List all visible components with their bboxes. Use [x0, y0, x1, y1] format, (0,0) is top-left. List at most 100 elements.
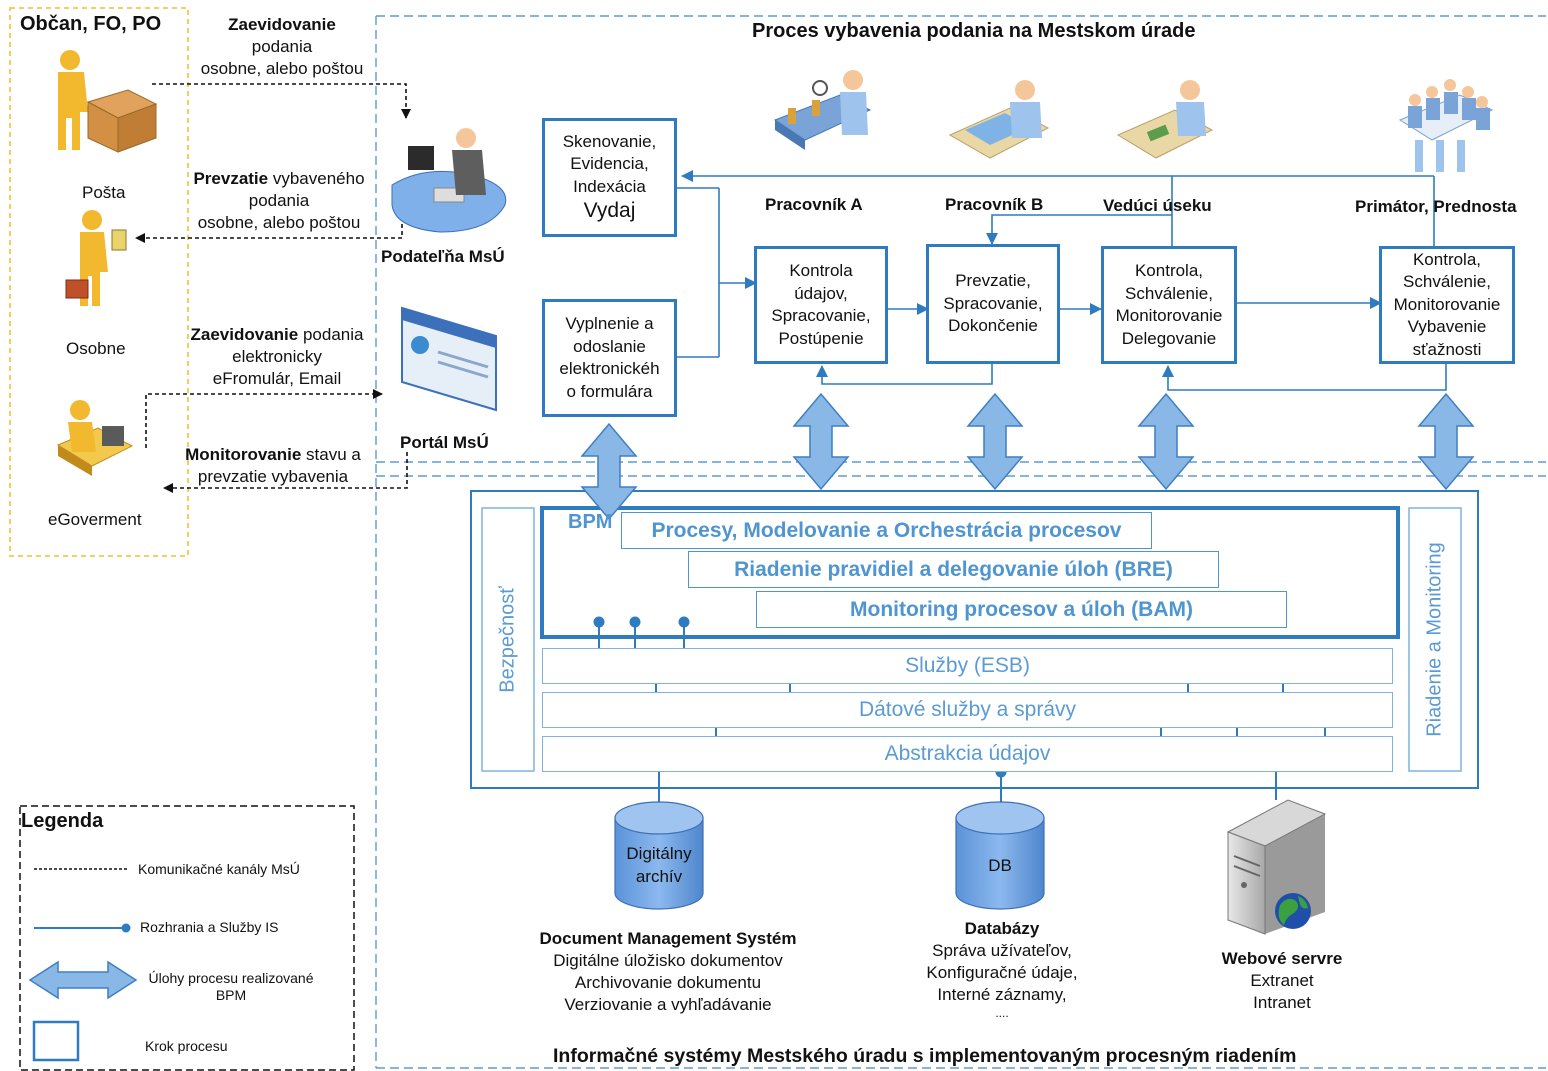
step-scan-l3: Indexácia [573, 176, 646, 196]
database-cylinder-icon [955, 801, 1045, 910]
step-mayor-box: Kontrola, Schválenie, Monitorovanie Vyba… [1379, 246, 1515, 364]
role-section-head: Vedúci úseku [1103, 196, 1212, 215]
comm-electronic-l2: elektronicky [232, 347, 322, 366]
monitoring-label: Riadenie a Monitoring [1423, 542, 1446, 737]
dms-desc: Document Management Systém Digitálne úlo… [508, 928, 828, 1016]
bpm-label: BPM [568, 511, 613, 533]
step-v-l4: Delegovanie [1121, 328, 1217, 348]
step-a-l1: Kontrola [789, 261, 853, 280]
legend-step: Krok procesu [145, 1038, 228, 1054]
step-a-l3: Spracovanie, [771, 306, 871, 325]
comm-electronic-l3: eFromulár, Email [212, 369, 342, 388]
monitoring-column [1408, 507, 1462, 772]
web-server-icon [1226, 799, 1327, 935]
step-scan-l1: Skenovanie, [562, 131, 657, 151]
citizen-area [9, 7, 189, 557]
layer-data-services: Dátové služby a správy [542, 692, 1393, 728]
comm-monitor-rest: stavu a [301, 445, 361, 464]
bottom-title: Informačné systémy Mestského úradu s imp… [553, 1045, 1297, 1067]
dms-title: Document Management Systém [539, 929, 797, 948]
step-p-l1: Kontrola, [1412, 249, 1482, 269]
legend-tasks-l2: BPM [215, 987, 247, 1003]
comm-monitor-text: Monitorovanie stavu a prevzatie vybaveni… [170, 444, 376, 488]
web-title: Webové servre [1221, 949, 1343, 968]
bpm-procesy: Procesy, Modelovanie a Orchestrácia proc… [621, 512, 1152, 549]
role-worker-a: Pracovník A [765, 195, 863, 214]
security-label: Bezpečnosť [496, 586, 519, 693]
step-scan-l4: Vydaj [583, 199, 636, 223]
step-scan-l2: Evidencia, [570, 154, 649, 174]
db-desc: Databázy Správa užívateľov, Konfiguračné… [892, 918, 1112, 1020]
bpm-bre: Riadenie pravidiel a delegovanie úloh (B… [688, 551, 1219, 588]
db-label: DB [988, 856, 1012, 875]
db-title: Databázy [964, 919, 1040, 938]
legend-task-arrow-icon [28, 960, 138, 1000]
comm-posta-bold: Zaevidovanie [228, 15, 336, 34]
step-b-l2: Spracovanie, [943, 293, 1043, 313]
role-mayor: Primátor, Prednosta [1355, 197, 1517, 216]
channel-osobne: Osobne [66, 339, 126, 358]
comm-pickup-rest: vybaveného [268, 169, 365, 188]
egov-figure-icon [56, 400, 134, 476]
registry-desk-icon [391, 128, 507, 233]
step-b-l3: Dokončenie [948, 316, 1038, 336]
dms-line-3: Verziovanie a vyhľadávanie [564, 995, 772, 1014]
db-line-1: Správa užívateľov, [932, 941, 1072, 960]
comm-pickup-text: Prevzatie vybaveného podania osobne, ale… [182, 168, 376, 234]
step-v-l2: Schválenie, [1125, 283, 1213, 303]
web-line-2: Intranet [1253, 993, 1311, 1012]
channel-egov: eGoverment [48, 510, 142, 529]
worker-b-icon [948, 80, 1050, 159]
process-title: Proces vybavenia podania na Mestskom úra… [752, 20, 1196, 42]
db-line-2: Konfiguračné údaje, [926, 963, 1078, 982]
web-desc: Webové servre Extranet Intranet [1192, 948, 1372, 1014]
dms-line-1: Digitálne úložisko dokumentov [553, 951, 783, 970]
dms-line-2: Archivovanie dokumentu [574, 973, 762, 992]
legend-step-box [32, 1020, 80, 1062]
portal-label: Portál MsÚ [400, 433, 489, 452]
comm-monitor-l2: prevzatie vybavenia [197, 467, 349, 486]
channel-posta: Pošta [82, 183, 126, 202]
comm-posta-l2: podania [251, 37, 313, 56]
step-form-l1: Vyplnenie a [565, 314, 654, 333]
step-a-l4: Postúpenie [778, 328, 864, 348]
legend-tasks-l1: Úlohy procesu realizované [148, 970, 314, 986]
portal-browser-icon [401, 306, 497, 412]
layer-abstraction: Abstrakcia údajov [542, 736, 1393, 772]
section-head-icon [1116, 80, 1214, 159]
bpm-bam: Monitoring procesov a úloh (BAM) [756, 591, 1287, 628]
comm-monitor-bold: Monitorovanie [185, 445, 302, 464]
channel-arrow-egov [163, 452, 408, 493]
legend-channels: Komunikačné kanály MsÚ [138, 861, 300, 877]
step-v-l1: Kontrola, [1134, 261, 1204, 280]
legend-box [19, 805, 355, 1071]
personal-figure-icon [65, 210, 127, 306]
step-form-box: Vyplnenie a odoslanie elektronickéh o fo… [542, 299, 677, 417]
web-line-1: Extranet [1250, 971, 1314, 990]
archive-label: Digitálny archív [615, 842, 703, 888]
comm-electronic-bold: Zaevidovanie [190, 325, 299, 344]
db-line-3: Interné záznamy, [937, 985, 1067, 1004]
comm-electronic-rest: podania [298, 325, 364, 344]
layer-esb: Služby (ESB) [542, 648, 1393, 684]
step-v-l3: Monitorovanie [1115, 306, 1223, 325]
step-p-l4: Vybavenie [1407, 317, 1487, 337]
step-form-l2: odoslanie [573, 336, 646, 356]
comm-electronic-text: Zaevidovanie podania elektronicky eFromu… [178, 324, 376, 390]
comm-posta-text: Zaevidovanie podania osobne, alebo pošto… [188, 14, 376, 80]
comm-pickup-bold: Prevzatie [193, 169, 269, 188]
archive-label-l1: Digitálny [626, 844, 692, 863]
step-p-l2: Schválenie, [1403, 272, 1491, 292]
legend-tasks: Úlohy procesu realizované BPM [142, 970, 320, 1004]
post-figure-icon [58, 50, 158, 153]
channel-arrow-posta [152, 83, 411, 119]
comm-pickup-l2: podania [248, 191, 310, 210]
role-worker-b: Pracovník B [945, 195, 1044, 214]
step-p-l3: Monitorovanie [1393, 294, 1501, 314]
step-a-l2: údajov, [794, 283, 848, 303]
comm-posta-l3: osobne, alebo poštou [200, 59, 364, 78]
channel-arrow-portal [145, 389, 383, 448]
step-section-head-box: Kontrola, Schválenie, Monitorovanie Dele… [1101, 246, 1237, 364]
step-worker-a-box: Kontrola údajov, Spracovanie, Postúpenie [754, 246, 888, 364]
